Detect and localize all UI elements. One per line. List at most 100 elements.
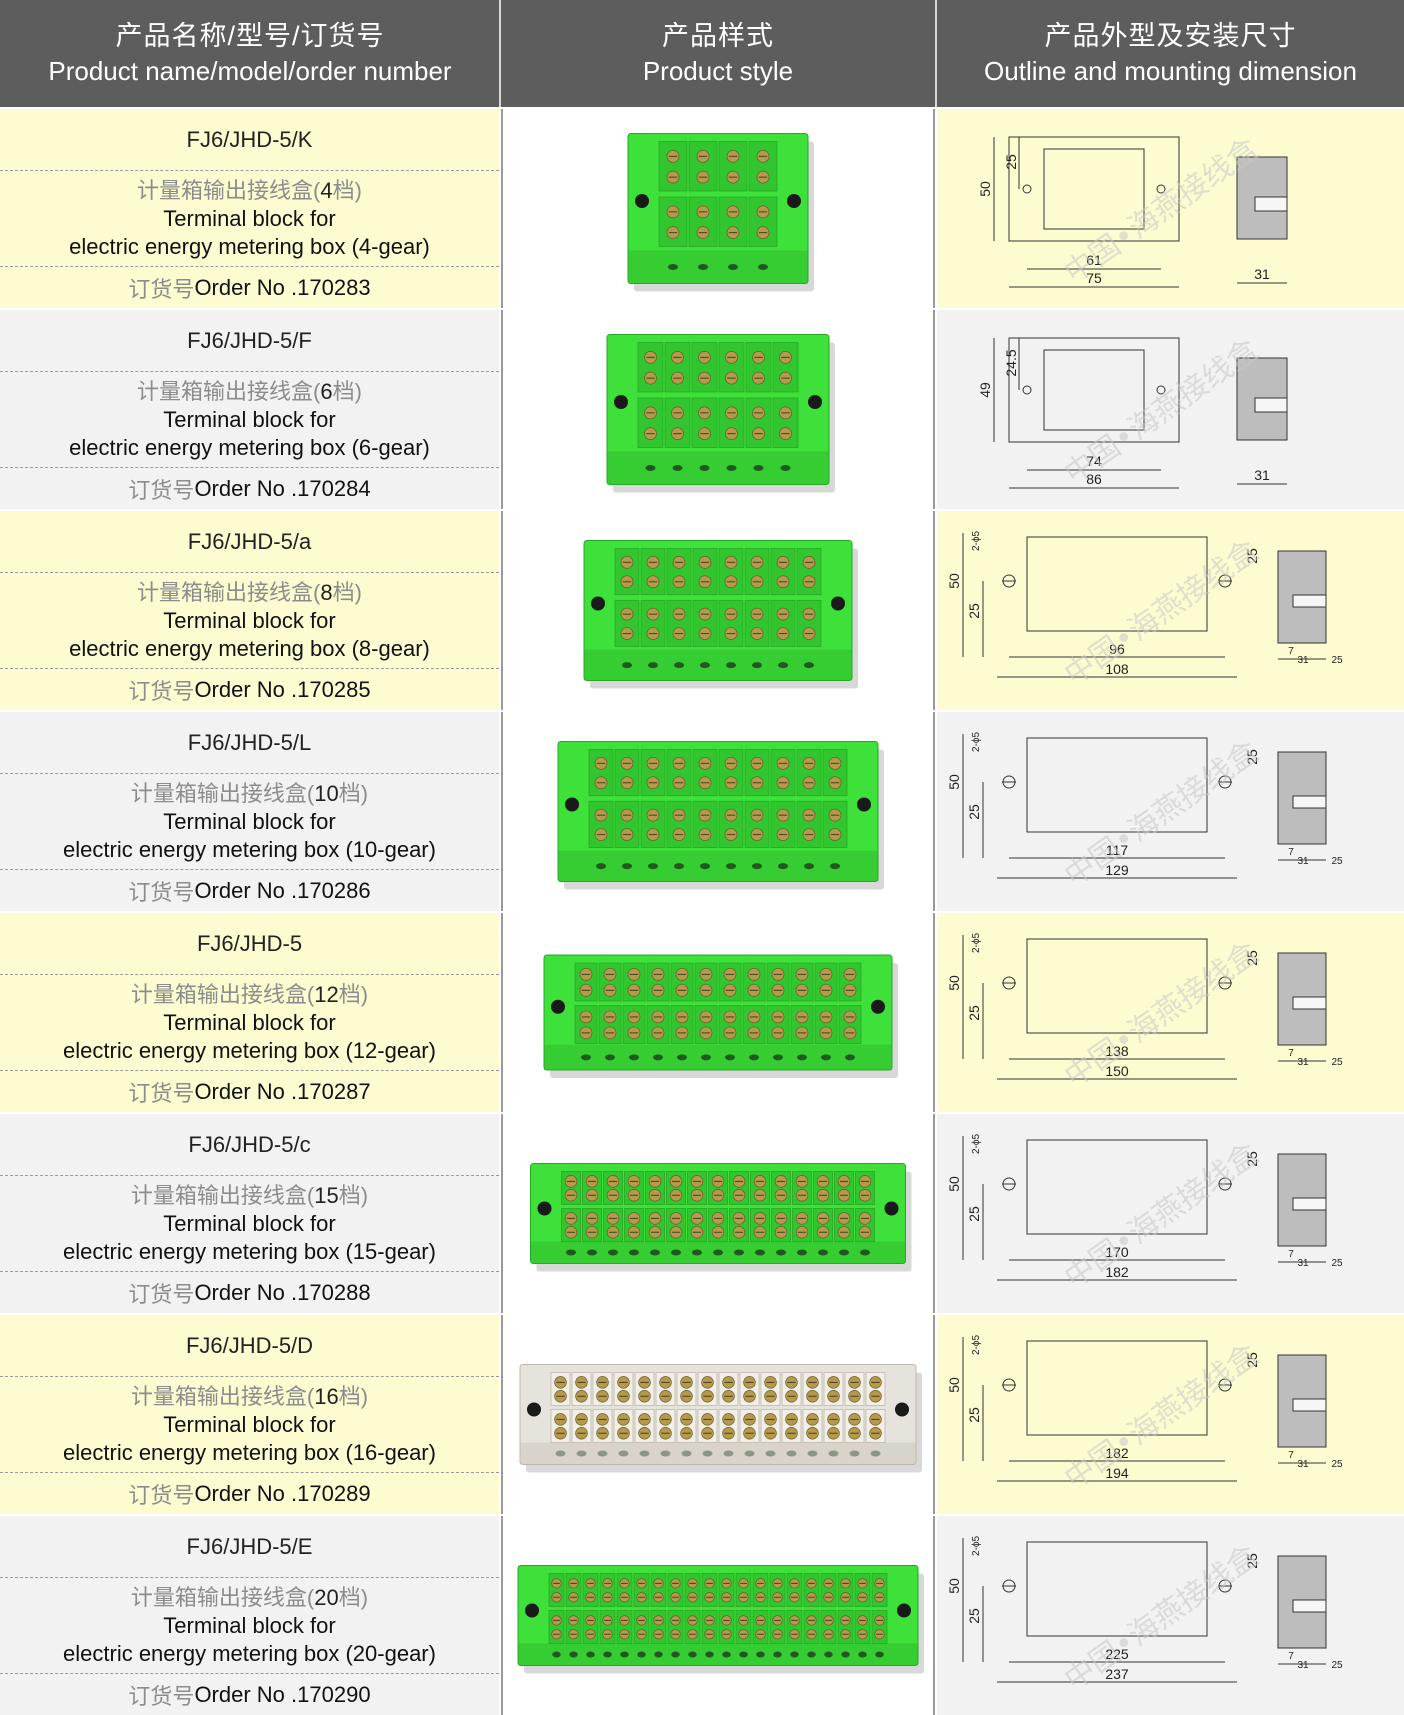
terminal-cell [664,342,691,393]
description-zh-suffix: 档) [332,177,362,203]
wire-hole [596,863,606,870]
wire-hole [654,1651,663,1658]
side-view-slot [1292,1197,1327,1211]
wire-hole [728,264,738,270]
gear-count: 16 [314,1383,339,1409]
wire-hole [672,465,683,471]
dim-height: 50 [946,1176,962,1192]
dim-hole-spec: 2-ϕ5 [971,1335,982,1355]
wire-hole [765,1450,776,1457]
wire-hole [739,1651,748,1658]
description-zh: 计量箱输出接线盒(12档) [131,981,368,1009]
order-label-zh: 订货号 [128,1080,195,1106]
order-label-zh: 订货号 [128,477,195,503]
terminal-block-image [557,741,884,890]
dim-depth: 31 [1254,266,1270,282]
wire-hole [587,1249,597,1256]
wire-hole [620,1651,629,1658]
dim-offset: 7 [1288,1450,1294,1461]
terminal-front-face [628,250,808,284]
watermark: 中国•海燕接线盒 [1058,534,1265,693]
mounting-hole [525,1603,539,1618]
order-value: 170284 [297,475,371,501]
dim-half-height: 25 [966,1407,982,1423]
dim-overall-width: 86 [1086,471,1102,487]
terminal-cell [614,548,640,596]
gear-count: 8 [320,579,333,605]
dim-offset: 7 [1288,847,1294,858]
product-model: FJ6/JHD-5/K [0,109,499,171]
terminal-cell [637,397,664,448]
mounting-hole [527,1402,541,1417]
terminal-cell [658,141,688,192]
dim-half-height: 25 [1244,548,1260,564]
wire-hole [681,1450,692,1457]
dim-mount-spacing: 61 [1086,252,1102,268]
description-en-line2: electric energy metering box (10-gear) [63,836,436,862]
dim-height: 50 [946,774,962,790]
header-dimension-en: Outline and mounting dimension [984,56,1357,86]
description-en-line1: Terminal block for [163,205,336,231]
dim-half-height: 25 [966,603,982,619]
dim-mount-spacing: 96 [1109,641,1125,657]
description-en-line2: electric energy metering box (8-gear) [69,635,430,661]
dim-half-height: 25 [966,804,982,820]
wire-hole [671,1249,681,1256]
product-model: FJ6/JHD-5 [0,913,499,975]
dim-flange: 25 [1331,1459,1343,1470]
gear-count: 6 [320,378,333,404]
description-en-line1: Terminal block for [163,406,336,432]
header-divider [499,0,501,107]
wire-hole [790,1651,799,1658]
terminal-cell [658,196,688,247]
terminal-cell [718,141,748,192]
mounting-hole [614,395,628,409]
description-zh-prefix: 计量箱输出接线盒( [137,177,321,203]
dim-offset: 7 [1288,1249,1294,1260]
header-product-style-zh: 产品样式 [662,21,774,51]
dim-half-height: 25 [1244,1352,1260,1368]
header-divider [935,0,937,107]
wire-hole [756,1651,765,1658]
terminal-cell [748,141,778,192]
gear-count: 20 [314,1584,339,1610]
wire-hole [660,1450,671,1457]
product-photo [501,913,935,1112]
mounting-hole [591,596,605,611]
terminal-block-image [627,133,814,292]
dim-half-height: 25 [966,1005,982,1021]
product-model: FJ6/JHD-5/L [0,712,499,774]
outer-outline [1008,136,1180,242]
dim-depth: 31 [1297,1258,1309,1269]
terminal-block-image [519,1364,922,1473]
description-zh: 计量箱输出接线盒(20档) [131,1584,368,1612]
order-label-en: Order No . [194,274,298,300]
wire-hole [821,1054,831,1061]
mount-hole-left [1022,184,1032,194]
watermark: 中国•海燕接线盒 [1058,333,1265,492]
product-model: FJ6/JHD-5/E [0,1516,499,1578]
dim-mount-spacing: 170 [1105,1244,1129,1260]
wire-hole [618,1450,629,1457]
wire-hole [849,1450,860,1457]
terminal-cell [745,342,772,393]
terminal-cell [688,141,718,192]
wire-hole [755,1249,765,1256]
dim-hole-spec: 2-ϕ5 [971,732,982,752]
order-value: 170289 [297,1480,371,1506]
wire-hole [797,1249,807,1256]
order-value: 170288 [297,1279,371,1305]
mount-hole-right [1156,184,1166,194]
